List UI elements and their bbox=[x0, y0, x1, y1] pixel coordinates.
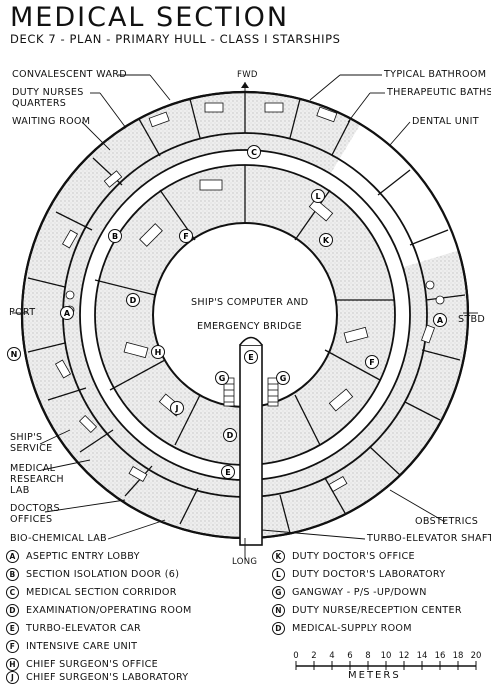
badge-G2: G bbox=[276, 371, 290, 385]
badge-E2: E bbox=[221, 465, 235, 479]
svg-text:E: E bbox=[248, 353, 253, 362]
label-turbo-elevator-shaft: TURBO-ELEVATOR SHAFT bbox=[367, 533, 491, 544]
badge-A-port: A bbox=[60, 306, 74, 320]
svg-text:F: F bbox=[183, 232, 188, 241]
scale-unit: METERS bbox=[348, 670, 401, 681]
label-waiting-room: WAITING ROOM bbox=[12, 116, 91, 127]
label-convalescent-ward: CONVALESCENT WARD bbox=[12, 69, 127, 80]
badge-D2: D bbox=[223, 428, 237, 442]
badge-F1: F bbox=[179, 229, 193, 243]
badge-N: N bbox=[7, 347, 21, 361]
map-badges: A A B C F F D D E E G G H J K L N bbox=[7, 145, 447, 479]
furniture bbox=[54, 102, 445, 493]
badge-E1: E bbox=[244, 350, 258, 364]
label-medical: MEDICAL bbox=[10, 463, 56, 474]
gangway-stairs bbox=[223, 377, 279, 407]
svg-text:H: H bbox=[155, 348, 162, 357]
svg-text:12: 12 bbox=[399, 651, 410, 661]
page-title: MEDICAL SECTION bbox=[10, 2, 290, 33]
outer-walls bbox=[27, 92, 466, 534]
label-dental-unit: DENTAL UNIT bbox=[412, 116, 479, 127]
badge-J: J bbox=[170, 401, 184, 415]
label-stbd: STBD bbox=[458, 314, 486, 325]
svg-text:G: G bbox=[280, 374, 287, 383]
svg-text:C: C bbox=[251, 148, 257, 157]
label-port: PORT bbox=[9, 307, 36, 318]
badge-H: H bbox=[151, 345, 165, 359]
scale-bar: 0 2 4 6 8 10 12 14 16 18 20 bbox=[293, 651, 482, 670]
svg-text:B: B bbox=[112, 232, 118, 241]
label-research: RESEARCH bbox=[10, 474, 64, 485]
badge-K: K bbox=[319, 233, 333, 247]
label-emergency-bridge: EMERGENCY BRIDGE bbox=[197, 321, 302, 332]
label-obstetrics: OBSTETRICS bbox=[415, 516, 479, 527]
badge-G1: G bbox=[215, 371, 229, 385]
label-fwd: FWD bbox=[237, 70, 258, 80]
svg-text:E: E bbox=[225, 468, 230, 477]
scale-tick-label: 0 bbox=[293, 651, 298, 661]
badge-A-stbd: A bbox=[433, 313, 447, 327]
badge-B: B bbox=[108, 229, 122, 243]
svg-text:16: 16 bbox=[435, 651, 446, 661]
svg-text:14: 14 bbox=[417, 651, 428, 661]
label-lab: LAB bbox=[10, 485, 30, 496]
svg-text:D: D bbox=[227, 431, 234, 440]
svg-text:2: 2 bbox=[311, 651, 316, 661]
label-ships: SHIP'S bbox=[10, 432, 43, 443]
svg-text:F: F bbox=[369, 358, 374, 367]
page-subtitle: DECK 7 - PLAN - PRIMARY HULL - CLASS I S… bbox=[10, 32, 341, 46]
badge-F2: F bbox=[365, 355, 379, 369]
label-doctors: DOCTORS bbox=[10, 503, 60, 514]
svg-text:10: 10 bbox=[381, 651, 392, 661]
label-therapeutic-baths: THERAPEUTIC BATHS bbox=[387, 87, 491, 98]
svg-text:8: 8 bbox=[365, 651, 370, 661]
badge-text: A bbox=[64, 309, 71, 318]
turbo-elevator-shaft bbox=[239, 344, 263, 546]
label-long: LONG bbox=[232, 557, 258, 567]
svg-text:G: G bbox=[219, 374, 226, 383]
svg-text:N: N bbox=[11, 350, 18, 359]
leader-lines bbox=[12, 74, 478, 560]
svg-text:D: D bbox=[130, 296, 137, 305]
label-computer: SHIP'S COMPUTER AND bbox=[191, 297, 309, 308]
svg-text:6: 6 bbox=[347, 651, 352, 661]
legend-badge: A bbox=[6, 550, 19, 563]
svg-text:K: K bbox=[323, 236, 330, 245]
label-offices: OFFICES bbox=[10, 514, 53, 525]
svg-text:L: L bbox=[315, 192, 320, 201]
svg-text:4: 4 bbox=[329, 651, 334, 661]
label-quarters: QUARTERS bbox=[12, 98, 67, 109]
label-typical-bathroom: TYPICAL BATHROOM bbox=[384, 69, 487, 80]
label-duty-nurses: DUTY NURSES bbox=[12, 87, 84, 98]
svg-text:18: 18 bbox=[453, 651, 464, 661]
svg-text:J: J bbox=[175, 404, 179, 413]
svg-text:20: 20 bbox=[471, 651, 482, 661]
svg-text:A: A bbox=[437, 316, 444, 325]
label-bio-chemical-lab: BIO-CHEMICAL LAB bbox=[10, 533, 107, 544]
badge-C: C bbox=[247, 145, 261, 159]
label-service: SERVICE bbox=[10, 443, 53, 454]
badge-L: L bbox=[311, 189, 325, 203]
badge-D1: D bbox=[126, 293, 140, 307]
